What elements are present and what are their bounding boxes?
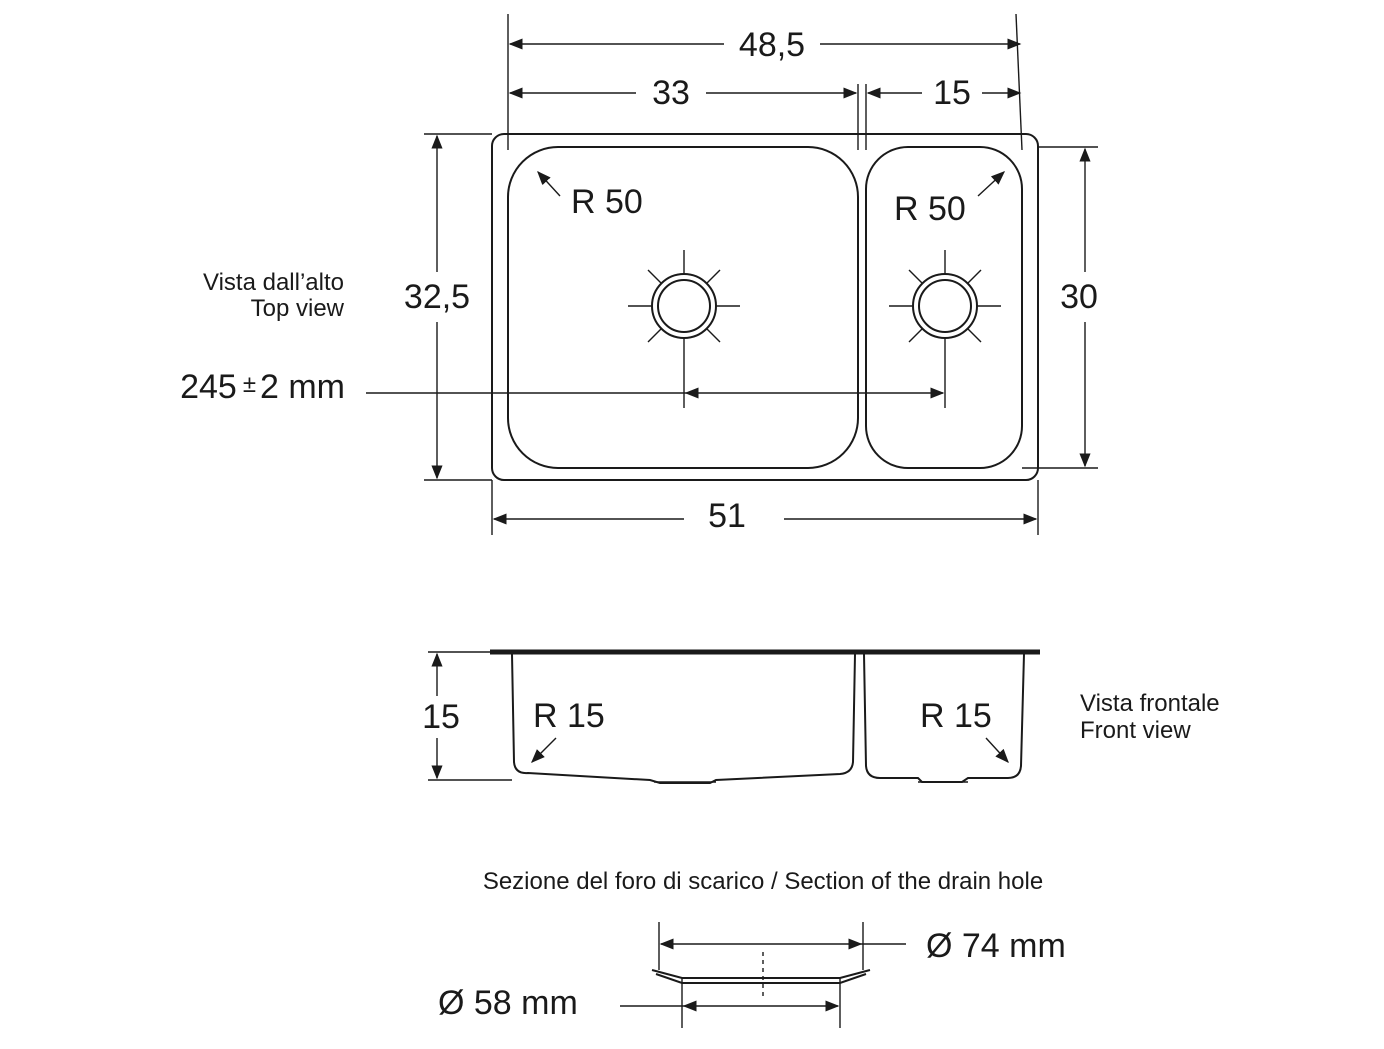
radius-arrow-right — [977, 171, 1006, 197]
left-bowl-front — [511, 653, 856, 784]
front-view-label-it: Vista frontale — [1080, 690, 1220, 717]
dim-left-bowl: 33 — [652, 74, 690, 112]
radius-arrow-front-left — [531, 737, 557, 763]
dim-total-bowls: 48,5 — [739, 26, 805, 64]
top-view: 48,5 33 15 32,5 30 51 R 50 R 50 245±2 mm — [180, 13, 1098, 535]
dim-right-bowl: 15 — [933, 74, 971, 112]
radius-left-top: R 50 — [571, 183, 643, 221]
sink-outline-top — [491, 133, 1039, 481]
left-drain-symbol — [628, 250, 740, 408]
radius-arrow-front-right — [985, 737, 1009, 764]
drain-flange-profile — [651, 969, 871, 979]
top-view-label-it: Vista dall’alto — [203, 269, 344, 296]
drain-inner-diameter: Ø 58 mm — [438, 984, 578, 1022]
dim-width: 51 — [708, 497, 746, 535]
front-view-label-en: Front view — [1080, 717, 1191, 744]
right-drain-symbol — [889, 250, 1001, 408]
radius-left-front: R 15 — [533, 697, 605, 735]
right-bowl-top — [865, 146, 1023, 469]
radius-right-front: R 15 — [920, 697, 992, 735]
dim-depth: 15 — [422, 698, 460, 736]
top-view-label-en: Top view — [251, 295, 345, 322]
drain-section: Sezione del foro di scarico / Section of… — [438, 868, 1066, 1028]
dim-bowl-height: 30 — [1060, 278, 1098, 316]
left-bowl-top — [507, 146, 859, 469]
front-view: 15 R 15 R 15 Vista frontale Front view — [422, 649, 1220, 784]
radius-right-top: R 50 — [894, 190, 966, 228]
drain-distance-label: 245±2 mm — [180, 368, 345, 406]
drain-outer-diameter: Ø 74 mm — [926, 927, 1066, 965]
drain-section-title: Sezione del foro di scarico / Section of… — [483, 868, 1043, 895]
radius-arrow-left — [537, 170, 561, 197]
dim-height: 32,5 — [404, 278, 470, 316]
